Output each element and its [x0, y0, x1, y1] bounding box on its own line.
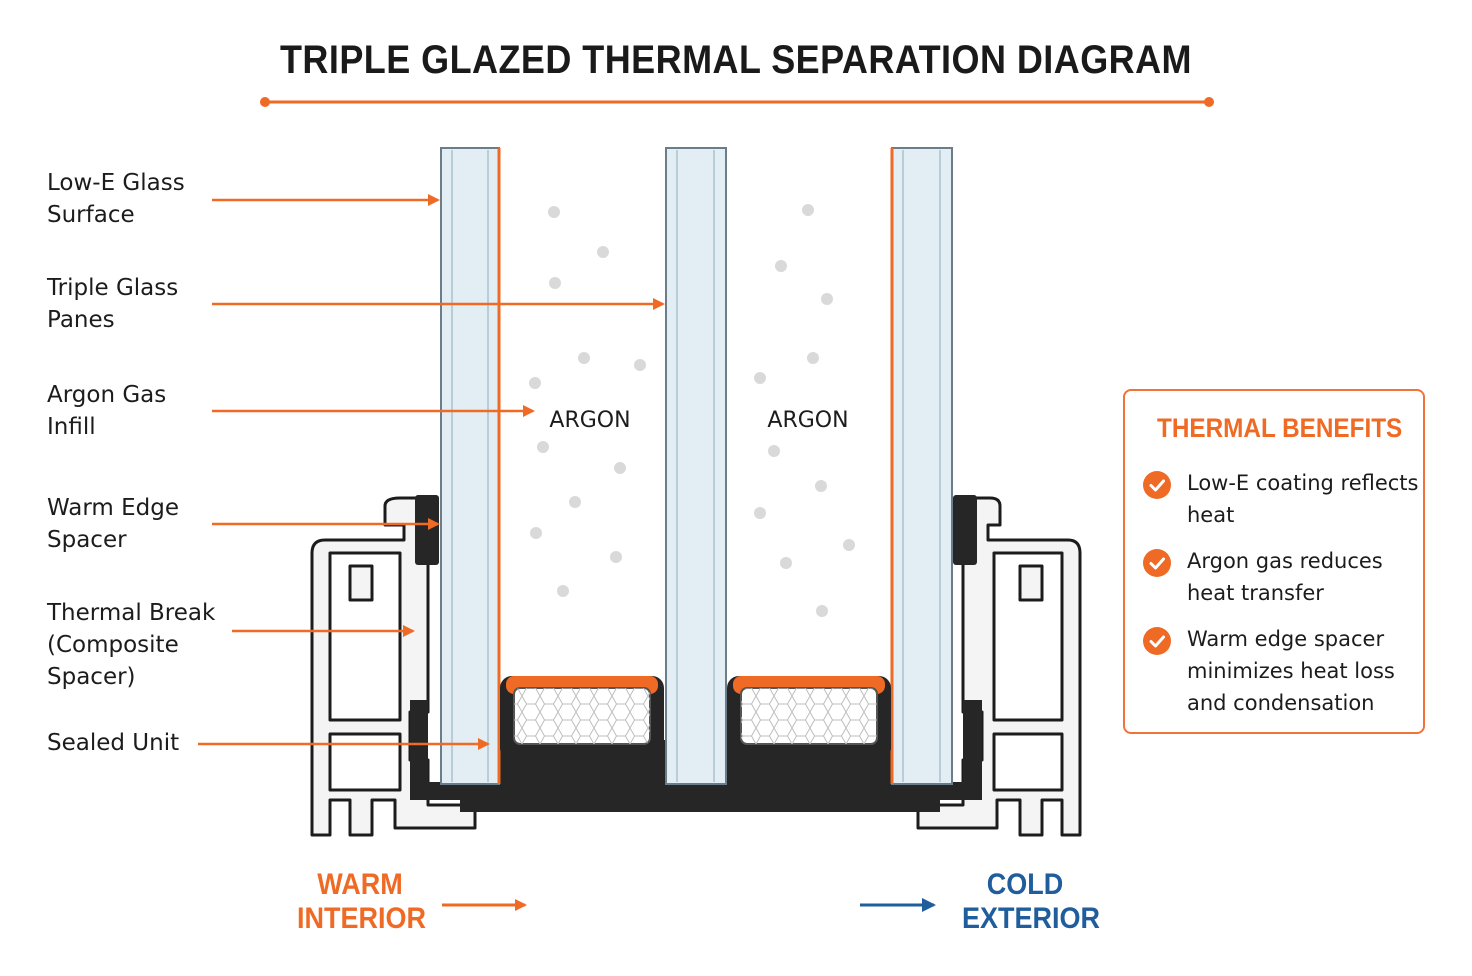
label-argon-gas: Argon Gas Infill — [47, 382, 167, 440]
check-icon — [1143, 549, 1171, 577]
title-underline — [260, 97, 1214, 107]
diagram-title: TRIPLE GLAZED THERMAL SEPARATION DIAGRAM — [279, 38, 1192, 82]
argon-dots-left — [529, 206, 646, 597]
cold-exterior-label: COLD EXTERIOR — [962, 868, 1101, 935]
check-icon — [1143, 627, 1171, 655]
spacer-left — [500, 676, 664, 760]
warm-interior-label: WARM INTERIOR — [297, 868, 427, 935]
argon-label-left: ARGON — [549, 408, 630, 433]
left-frame-profile — [310, 496, 477, 837]
label-triple-glass: Triple Glass Panes — [47, 275, 179, 333]
label-pointers — [198, 194, 665, 750]
label-low-e-glass: Low-E Glass Surface — [47, 170, 185, 228]
glass-pane-1 — [440, 147, 501, 785]
right-frame-profile — [916, 496, 1082, 837]
benefits-title: THERMAL BENEFITS — [1157, 413, 1403, 443]
label-warm-edge-spacer: Warm Edge Spacer — [47, 495, 180, 553]
glass-pane-2 — [665, 147, 727, 785]
thermal-benefits-box: THERMAL BENEFITS Low-E coating reflects … — [1123, 389, 1425, 734]
argon-dots-right — [754, 204, 855, 617]
spacer-right — [727, 676, 891, 760]
label-thermal-break: Thermal Break (Composite Spacer) — [47, 600, 216, 690]
argon-label-right: ARGON — [767, 408, 848, 433]
label-sealed-unit: Sealed Unit — [47, 730, 180, 756]
glass-pane-3 — [890, 147, 953, 785]
left-gasket — [415, 495, 439, 565]
right-gasket — [953, 495, 977, 565]
check-icon — [1143, 471, 1171, 499]
